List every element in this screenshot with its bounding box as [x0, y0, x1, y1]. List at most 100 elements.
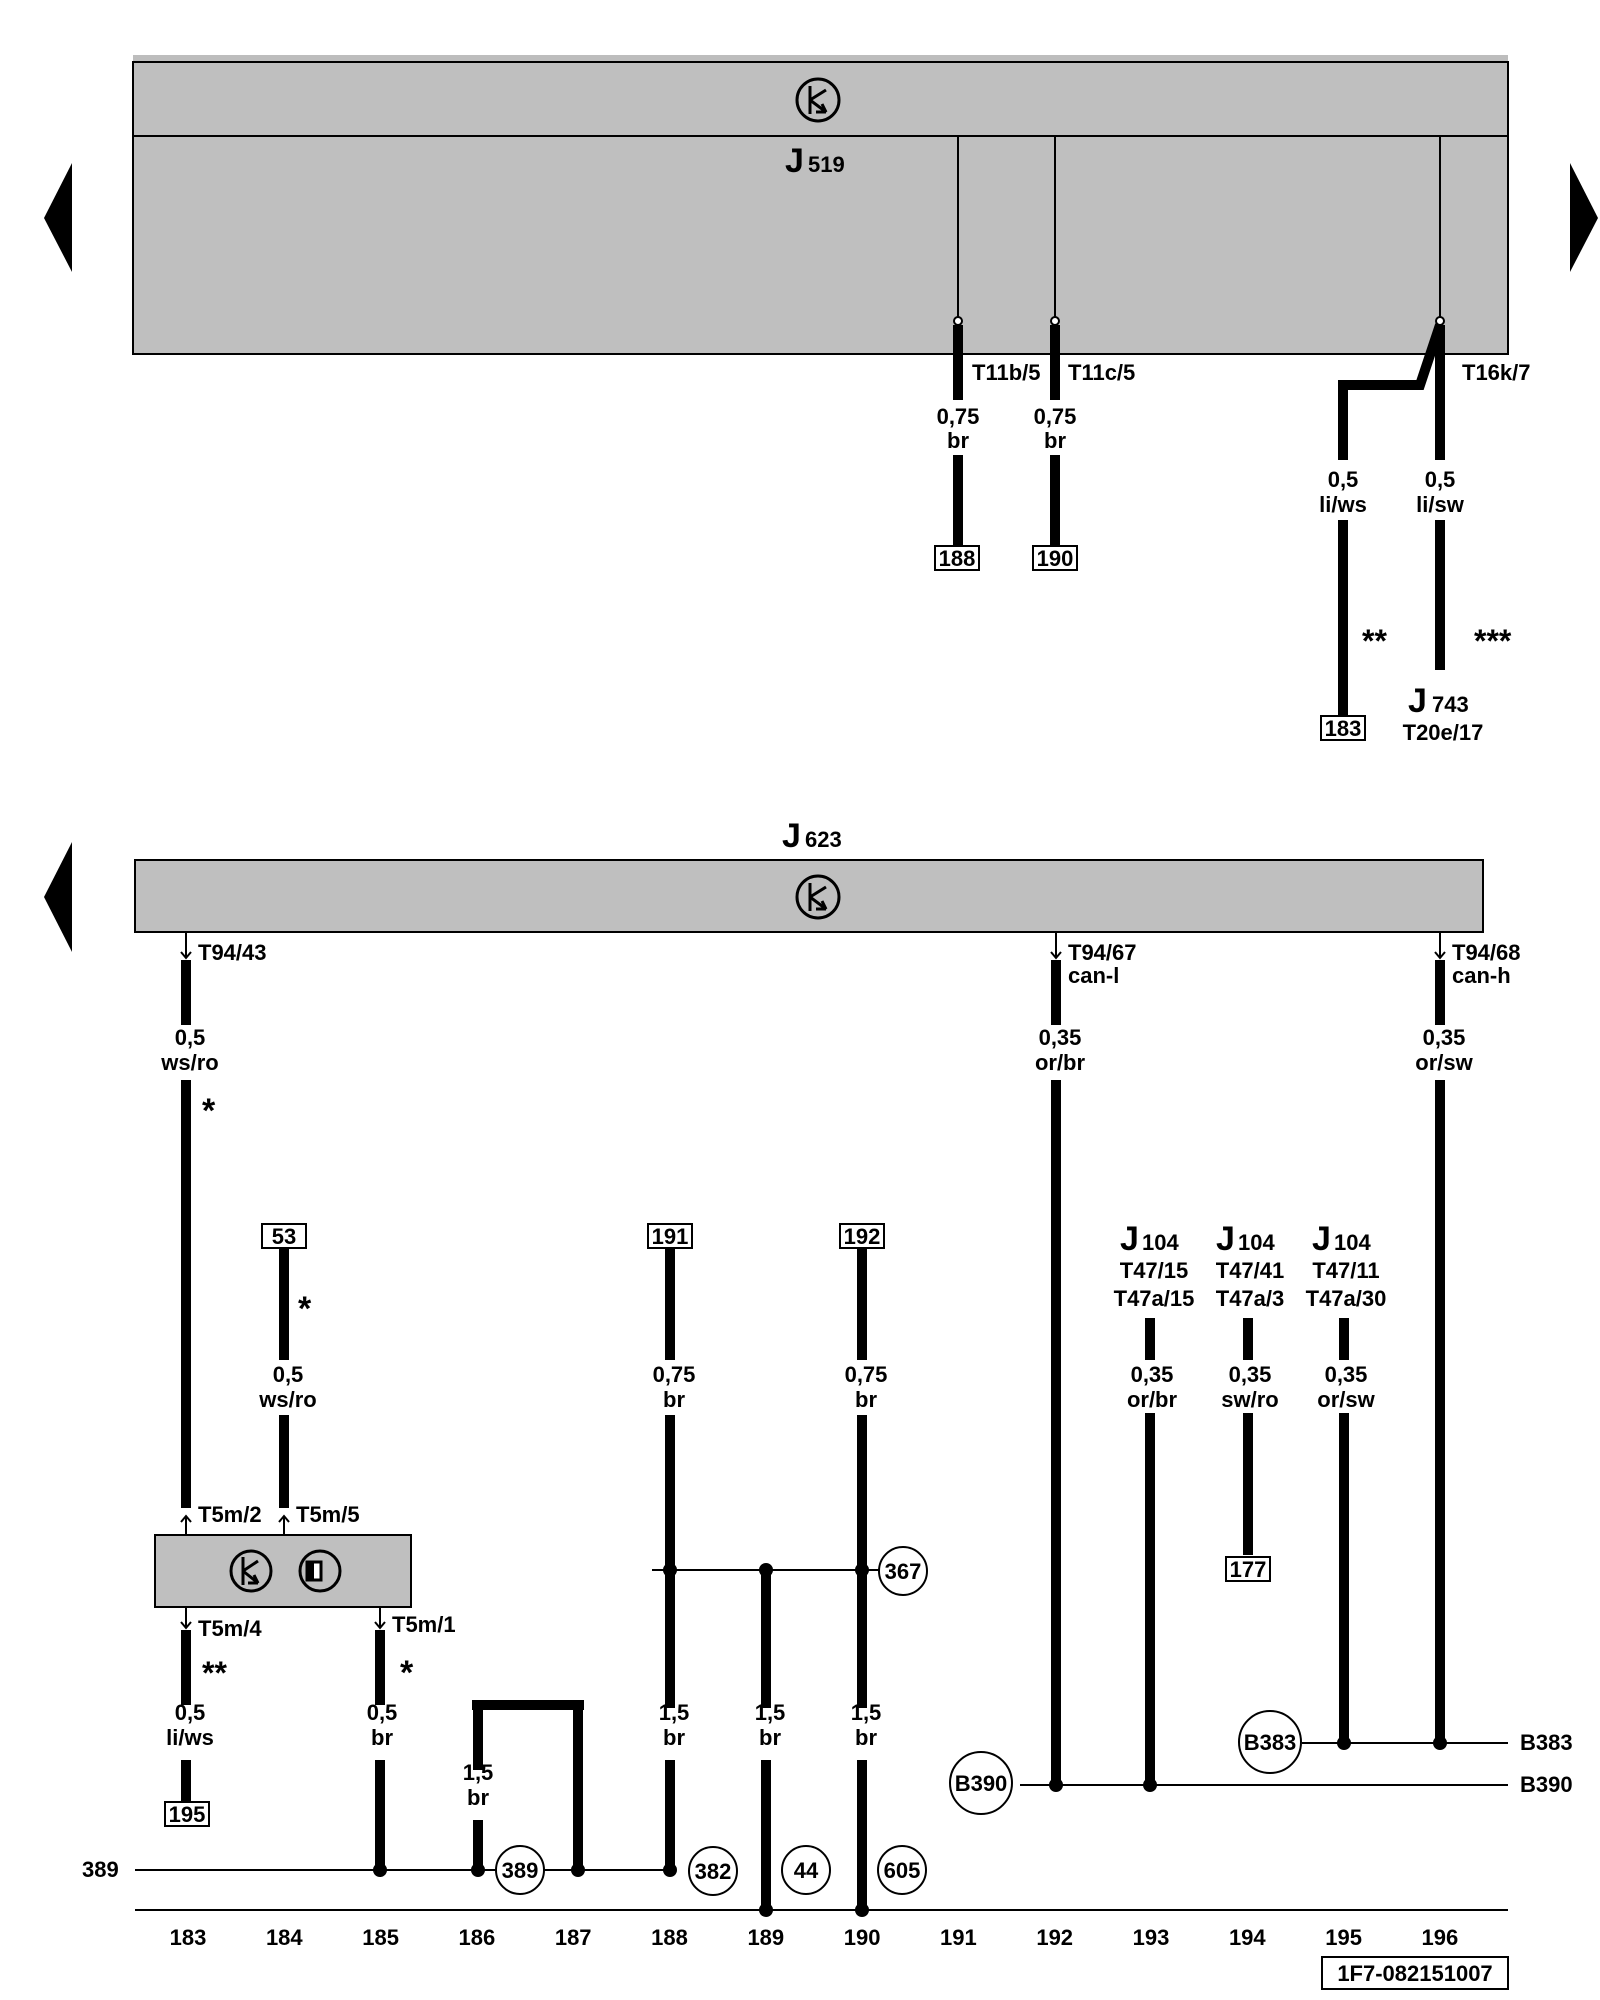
j743-label: J: [1408, 682, 1427, 720]
column-number: 192: [1036, 1925, 1073, 1950]
svg-text:104: 104: [1334, 1230, 1371, 1255]
column-number: 191: [940, 1925, 977, 1950]
wire-color-188-mid: br: [663, 1387, 685, 1412]
pin-t9467: T94/67: [1068, 940, 1137, 965]
ref-box-53[interactable]: 53: [261, 1223, 307, 1249]
wire-gauge-190: 0,75: [1034, 404, 1077, 429]
svg-text:T47a/15: T47a/15: [1114, 1286, 1195, 1311]
wire-gauge-194: 0,35: [1229, 1362, 1272, 1387]
svg-text:191: 191: [652, 1224, 689, 1249]
ref-box-191[interactable]: 191: [647, 1223, 693, 1249]
svg-text:104: 104: [1142, 1230, 1179, 1255]
circle-ref-382[interactable]: 382: [688, 1846, 738, 1896]
ref-box-183-top[interactable]: 183: [1320, 715, 1366, 741]
j623-connector-wiring: [180, 932, 1446, 1785]
footnote-mark-double-top: **: [1362, 623, 1387, 659]
wire-gauge-186: 1,5: [463, 1760, 494, 1785]
footnote-mark-triple-top: ***: [1474, 623, 1512, 659]
wire-color-183-bottom: li/ws: [166, 1725, 214, 1750]
svg-text:J: J: [1216, 1220, 1235, 1258]
wire-color-183-top: li/ws: [1319, 492, 1367, 517]
ref-box-188[interactable]: 188: [934, 545, 980, 571]
wire-gauge-183: 0,5: [175, 1025, 206, 1050]
next-page-arrow[interactable]: [1570, 163, 1598, 272]
footnote-mark-183: *: [202, 1092, 216, 1130]
lower-wiring: [181, 1630, 584, 1870]
svg-text:183: 183: [1325, 716, 1362, 741]
svg-text:T47/15: T47/15: [1120, 1258, 1189, 1283]
wire-color-184: ws/ro: [258, 1387, 316, 1412]
j519-number: 519: [808, 152, 845, 177]
j519-label: J: [785, 142, 804, 180]
ref-box-195[interactable]: 195: [164, 1801, 210, 1827]
j743-number: 743: [1432, 692, 1469, 717]
wire-gauge-190-bottom: 1,5: [851, 1700, 882, 1725]
pin-t9467-signal: can-l: [1068, 963, 1119, 988]
wire-color-188: br: [947, 428, 969, 453]
pin-t5m2: T5m/2: [198, 1502, 262, 1527]
wire-gauge-189: 1,5: [755, 1700, 786, 1725]
previous-page-arrow[interactable]: [44, 163, 72, 272]
pin-t5m1: T5m/1: [392, 1612, 456, 1637]
svg-text:T47/11: T47/11: [1312, 1258, 1379, 1283]
wire-color-194: sw/ro: [1221, 1387, 1278, 1412]
circle-ref-44[interactable]: 44: [781, 1845, 831, 1895]
column-number: 183: [170, 1925, 207, 1950]
column-number: 196: [1422, 1925, 1459, 1950]
circle-ref-605[interactable]: 605: [877, 1845, 927, 1895]
wire-gauge-185: 0,5: [367, 1700, 398, 1725]
can-bus-icon: [229, 1549, 273, 1593]
wire-color-190: br: [1044, 428, 1066, 453]
footnote-mark-double-bottom: **: [202, 1655, 227, 1691]
svg-text:367: 367: [885, 1559, 922, 1584]
svg-text:B390: B390: [955, 1771, 1008, 1796]
switch-icon: [298, 1549, 342, 1593]
pin-t9468-signal: can-h: [1452, 963, 1511, 988]
svg-text:53: 53: [272, 1224, 296, 1249]
previous-page-arrow-lower[interactable]: [44, 842, 72, 952]
j623-module: [134, 859, 1484, 933]
wire-gauge-184: 0,5: [273, 1362, 304, 1387]
column-number: 195: [1325, 1925, 1362, 1950]
column-number: 185: [362, 1925, 399, 1950]
j104-component-193: J 104 T47/15 T47a/15: [1114, 1220, 1195, 1311]
line-label-b383: B383: [1520, 1730, 1573, 1755]
svg-text:195: 195: [169, 1802, 206, 1827]
ref-box-177[interactable]: 177: [1225, 1556, 1271, 1582]
wire-color-193: or/br: [1127, 1387, 1178, 1412]
mid-wiring: [279, 1249, 880, 1910]
wire-color-196: or/sw: [1415, 1050, 1473, 1075]
svg-text:190: 190: [1037, 546, 1074, 571]
circle-ref-367[interactable]: 367: [878, 1546, 928, 1596]
wire-color-183: ws/ro: [160, 1050, 218, 1075]
circle-ref-389[interactable]: 389: [495, 1845, 545, 1895]
svg-text:T47/41: T47/41: [1216, 1258, 1285, 1283]
ref-box-190[interactable]: 190: [1032, 545, 1078, 571]
circle-ref-b383[interactable]: B383: [1238, 1710, 1302, 1774]
footnote-mark-184: *: [298, 1290, 312, 1328]
wire-color-743: li/sw: [1416, 492, 1465, 517]
svg-text:1F7-082151007: 1F7-082151007: [1337, 1961, 1492, 1986]
top-wiring: [953, 316, 1445, 715]
wire-gauge-195: 0,35: [1325, 1362, 1368, 1387]
svg-text:T47a/3: T47a/3: [1216, 1286, 1285, 1311]
wire-color-189: br: [759, 1725, 781, 1750]
j104-wiring: [1145, 1318, 1349, 1785]
circle-ref-b390[interactable]: B390: [949, 1751, 1013, 1815]
wire-color-190-bottom: br: [855, 1725, 877, 1750]
wire-gauge-188-bottom: 1,5: [659, 1700, 690, 1725]
wire-gauge-183-bottom: 0,5: [175, 1700, 206, 1725]
wire-gauge-188-mid: 0,75: [653, 1362, 696, 1387]
wire-gauge-183-top: 0,5: [1328, 467, 1359, 492]
pin-t16k7: T16k/7: [1462, 360, 1531, 385]
footnote-mark-185: *: [400, 1654, 414, 1692]
column-number: 186: [459, 1925, 496, 1950]
ref-box-192[interactable]: 192: [839, 1223, 885, 1249]
j623-number: 623: [805, 827, 842, 852]
svg-text:T47a/30: T47a/30: [1306, 1286, 1387, 1311]
j104-component-195: J 104 T47/11 T47a/30: [1306, 1220, 1387, 1311]
wire-color-186: br: [467, 1785, 489, 1810]
svg-text:44: 44: [794, 1858, 819, 1883]
svg-text:J: J: [1312, 1220, 1331, 1258]
wire-color-195: or/sw: [1317, 1387, 1375, 1412]
